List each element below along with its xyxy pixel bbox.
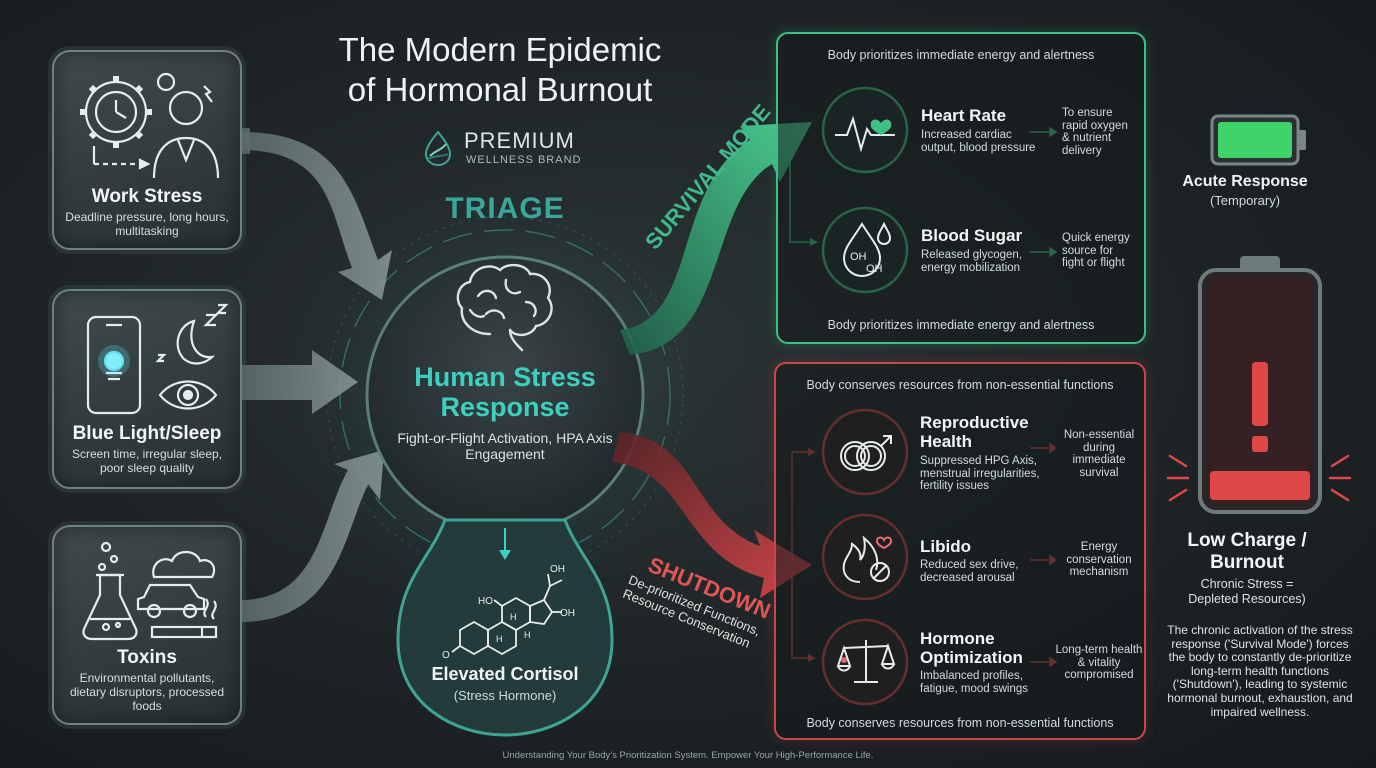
phone-moon-eye-icon [86, 303, 229, 415]
cortisol-molecule-icon: HO OH OH H H H O [442, 564, 575, 660]
page-title: The Modern Epidemic of Hormonal Burnout [300, 30, 700, 110]
battery-low-icon [1198, 256, 1322, 514]
source-card-blue-light: Blue Light/Sleep Screen time, irregular … [52, 289, 242, 489]
glucose-label-oh: OH [850, 251, 867, 263]
molecule-label-ho: HO [478, 596, 493, 607]
glucose-drop-icon: OH OH [842, 221, 892, 278]
flame-heart-icon [842, 535, 893, 583]
item-desc-heart-rate: Increased cardiac output, blood pressure [921, 129, 1036, 154]
glucose-label-oh: OH [866, 263, 883, 275]
brand-logo: PREMIUM WELLNESS BRAND [418, 126, 618, 170]
source-name: Toxins [117, 647, 177, 668]
molecule-label-h: H [524, 630, 531, 640]
low-charge-subtitle: Chronic Stress = Depleted Resources) [1188, 577, 1306, 606]
battery-full-icon [1210, 114, 1306, 166]
low-charge-title: Low Charge / Burnout [1187, 530, 1307, 573]
acute-response-title: Acute Response [1182, 173, 1308, 190]
item-desc-blood-sugar: Released glycogen, energy mobilization [921, 249, 1023, 274]
cortisol-bulb [396, 518, 614, 737]
item-why-libido: Energy conservation mechanism [1066, 541, 1132, 578]
item-title-libido: Libido [920, 537, 971, 556]
item-why-heart-rate: To ensure rapid oxygen & nutrient delive… [1062, 107, 1128, 157]
survival-panel: Body prioritizes immediate energy and al… [776, 32, 1146, 344]
summary-text: The chronic activation of the stress res… [1167, 623, 1353, 719]
balance-scale-icon [836, 640, 896, 683]
source-desc: Environmental pollutants, dietary disrup… [69, 671, 225, 713]
stress-response-title: Human Stress Response [414, 362, 596, 422]
molecule-label-oh-side: OH [560, 608, 575, 619]
footer-text: Understanding Your Body's Prioritization… [502, 750, 874, 761]
heart-rate-icon [835, 115, 895, 153]
brain-icon [456, 263, 553, 352]
triage-label: TRIAGE [445, 192, 565, 225]
shutdown-note-top: Body conserves resources from non-essent… [806, 378, 1114, 392]
cortisol-subtitle: (Stress Hormone) [453, 688, 557, 703]
arrow-toxins [240, 450, 384, 622]
item-why-hormone-optimization: Long-term health & vitality compromised [1055, 644, 1143, 681]
molecule-label-o: O [442, 650, 450, 660]
stress-response-subtitle: Fight-or-Flight Activation, HPA Axis Eng… [397, 430, 613, 462]
arrow-blue-light [240, 350, 358, 414]
survival-note-top: Body prioritizes immediate energy and al… [827, 48, 1095, 62]
item-title-blood-sugar: Blood Sugar [921, 226, 1023, 245]
source-desc: Deadline pressure, long hours, multitask… [65, 210, 229, 238]
gender-rings-icon [840, 435, 892, 471]
item-title-heart-rate: Heart Rate [921, 106, 1007, 125]
item-why-blood-sugar: Quick energy source for fight or flight [1062, 232, 1130, 269]
title-line-1: The Modern Epidemic [338, 31, 662, 68]
molecule-label-h: H [496, 634, 503, 644]
gear-clock-person-icon [80, 72, 220, 179]
molecule-label-oh-top: OH [550, 564, 565, 575]
item-desc-hormone-optimization: Imbalanced profiles, fatigue, mood swing… [920, 670, 1029, 695]
survival-note-bottom: Body prioritizes immediate energy and al… [827, 318, 1095, 332]
source-name: Blue Light/Sleep [72, 423, 222, 444]
item-title-hormone-optimization: Hormone Optimization [920, 629, 1023, 667]
survival-arrow [620, 122, 812, 355]
source-name: Work Stress [91, 186, 203, 207]
shutdown-arrow [612, 432, 812, 598]
source-card-work-stress: Work Stress Deadline pressure, long hour… [52, 50, 242, 250]
item-why-reproductive-health: Non-essential during immediate survival [1063, 429, 1135, 479]
source-card-toxins: Toxins Environmental pollutants, dietary… [52, 525, 242, 725]
flask-car-cigarette-icon [82, 541, 218, 641]
shutdown-note-bottom: Body conserves resources from non-essent… [806, 716, 1114, 730]
molecule-label-h: H [510, 612, 517, 622]
brand-name: PREMIUM [464, 128, 575, 153]
shutdown-panel: Body conserves resources from non-essent… [774, 362, 1146, 740]
arrow-work-stress [240, 132, 392, 300]
acute-response-subtitle: (Temporary) [1209, 193, 1281, 208]
title-line-2: of Hormonal Burnout [347, 71, 653, 108]
item-desc-reproductive-health: Suppressed HPG Axis, menstrual irregular… [920, 455, 1040, 492]
brand-subtitle: WELLNESS BRAND [466, 154, 582, 166]
item-title-reproductive-health: Reproductive Health [920, 413, 1029, 451]
leaf-drop-icon [424, 130, 452, 167]
item-desc-libido: Reduced sex drive, decreased arousal [920, 559, 1019, 584]
source-desc: Screen time, irregular sleep, poor sleep… [71, 447, 223, 475]
cortisol-title: Elevated Cortisol [431, 664, 579, 684]
